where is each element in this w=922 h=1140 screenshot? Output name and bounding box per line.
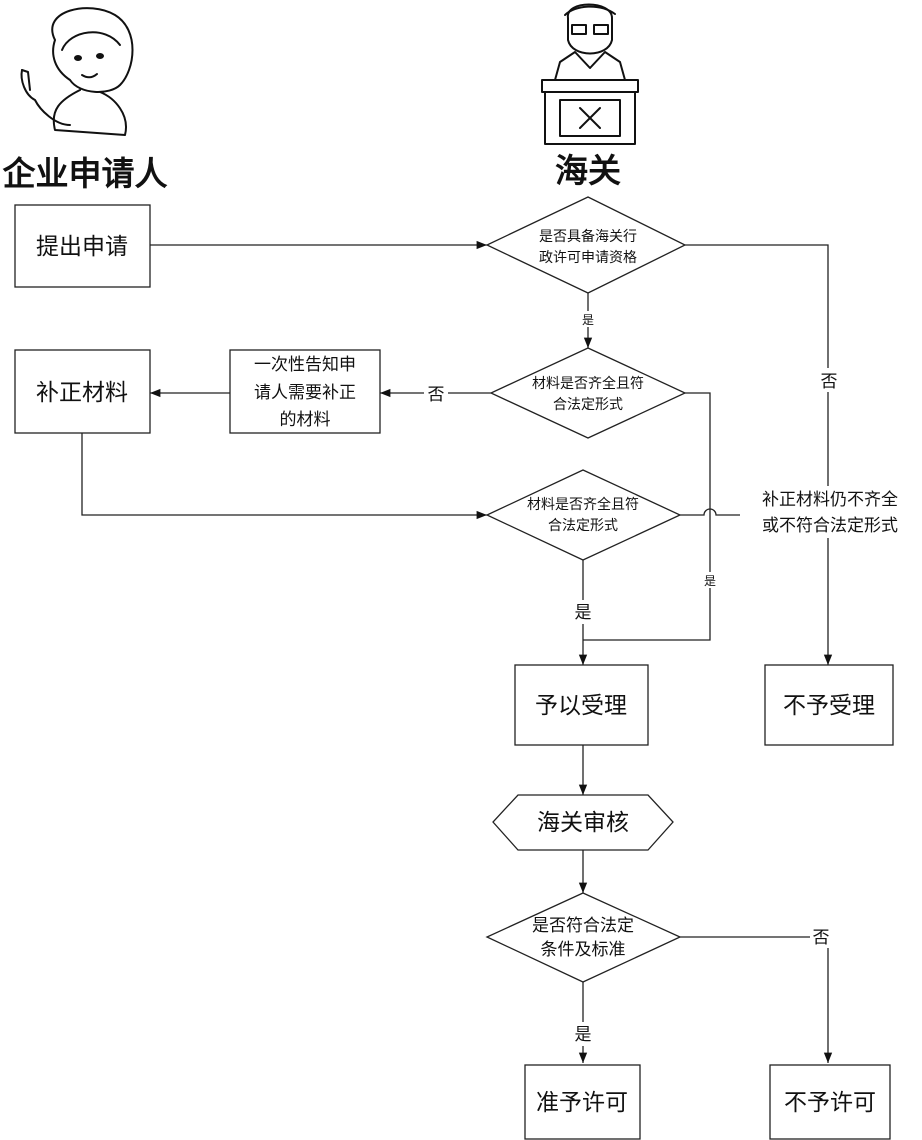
label-no-eligibility: 否 — [821, 372, 838, 392]
decision-eligibility: 是否具备海关行 政许可申请资格 — [485, 196, 687, 294]
node-supplement: 补正材料 — [14, 349, 151, 434]
node-deny: 不予许可 — [769, 1064, 891, 1140]
nodes-notify-0-text: 一次性告知申 — [254, 355, 356, 375]
decision-recheck: 材料是否齐全且符 合法定形式 — [485, 469, 682, 561]
node-approve: 准予许可 — [524, 1064, 641, 1140]
nodes-check_materials-0-text: 材料是否齐全且符 — [532, 375, 644, 392]
edge-labels: 是 否 否 是 是 补正材料仍不齐全 或不符合法定形式 否 是 — [424, 311, 922, 1046]
label-yes-recheck: 是 — [575, 603, 592, 623]
nodes-check_materials-1-text: 合法定形式 — [553, 397, 623, 413]
nodes-accept-text: 予以受理 — [535, 693, 627, 719]
nodes-review-text: 海关审核 — [537, 810, 629, 836]
label-yes-conditions: 是 — [575, 1025, 592, 1045]
actor-applicant: 企业申请人 — [3, 154, 168, 193]
label-yes-eligibility: 是 — [582, 313, 594, 327]
nodes-notify-1-text: 请人需要补正 — [254, 383, 356, 403]
node-notify: 一次性告知申 请人需要补正 的材料 — [229, 349, 381, 434]
decision-materials: 材料是否齐全且符 合法定形式 — [489, 347, 687, 439]
nodes-recheck_materials-0-text: 材料是否齐全且符 — [527, 496, 639, 513]
applicant-illustration — [20, 7, 134, 136]
label-still-incomplete-1: 补正材料仍不齐全 — [762, 490, 898, 510]
node-accept: 予以受理 — [514, 664, 649, 746]
nodes-notify-2-text: 的材料 — [280, 410, 331, 430]
nodes-approve-text: 准予许可 — [536, 1090, 628, 1116]
nodes-deny-text: 不予许可 — [784, 1090, 876, 1116]
nodes-reject_accept-text: 不予受理 — [783, 693, 875, 719]
nodes-supplement-text: 补正材料 — [36, 380, 128, 406]
node-review: 海关审核 — [492, 794, 674, 851]
connectors — [81, 240, 833, 1063]
nodes-check_eligibility-1-text: 政许可申请资格 — [539, 250, 637, 266]
actor-customs: 海关 — [555, 151, 621, 190]
nodes-check_eligibility-0-text: 是否具备海关行 — [539, 228, 637, 245]
nodes-recheck_materials-1-text: 合法定形式 — [548, 518, 618, 534]
customs-officer-illustration — [541, 3, 639, 145]
decision-conditions: 是否符合法定 条件及标准 — [485, 892, 682, 983]
node-reject-accept: 不予受理 — [764, 664, 894, 746]
label-no-materials: 否 — [428, 385, 445, 405]
nodes-check_conditions-0-text: 是否符合法定 — [532, 916, 634, 936]
label-no-conditions: 否 — [813, 928, 830, 948]
nodes-check_conditions-1-text: 条件及标准 — [541, 940, 626, 960]
nodes-submit-text: 提出申请 — [36, 234, 128, 260]
label-still-incomplete-2: 或不符合法定形式 — [762, 516, 898, 536]
node-submit: 提出申请 — [14, 204, 151, 288]
label-yes-materials: 是 — [704, 574, 716, 588]
